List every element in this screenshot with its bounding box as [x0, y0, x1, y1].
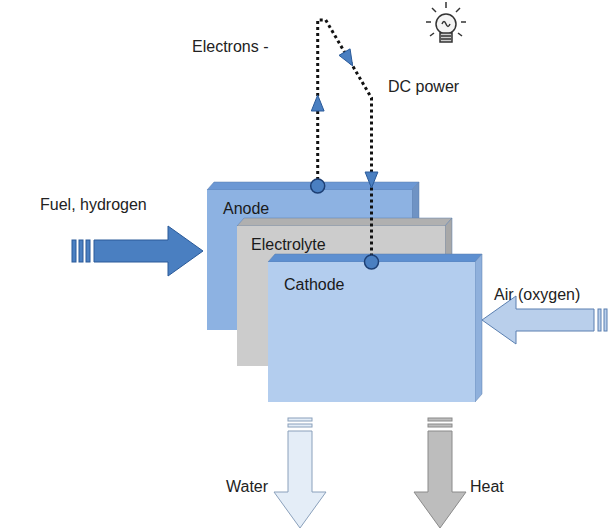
light-bulb [426, 2, 466, 42]
diagram-label: Fuel, hydrogen [40, 196, 147, 214]
fuel-arrow [72, 226, 203, 276]
label-text: Fuel, hydrogen [40, 196, 147, 213]
layer-label: Electrolyte [237, 226, 445, 254]
diagram-label: Electrons - [192, 38, 268, 56]
label-text: Electrons - [192, 38, 268, 55]
air-arrow [482, 296, 607, 344]
diagram-label: Heat [470, 478, 504, 496]
heat-arrow [414, 418, 466, 528]
layer-label: Anode [207, 190, 412, 218]
label-text: Heat [470, 478, 504, 495]
layer-label: Cathode [268, 262, 475, 294]
diagram-label: Water [226, 478, 268, 496]
diagram-label: DC power [388, 78, 459, 96]
label-text: Water [226, 478, 268, 495]
cell-layer: Cathode [268, 262, 475, 402]
electron-wire [311, 20, 379, 269]
diagram-label: Air (oxygen) [494, 286, 580, 304]
water-arrow [274, 418, 326, 528]
label-text: Air (oxygen) [494, 286, 580, 303]
label-text: DC power [388, 78, 459, 95]
